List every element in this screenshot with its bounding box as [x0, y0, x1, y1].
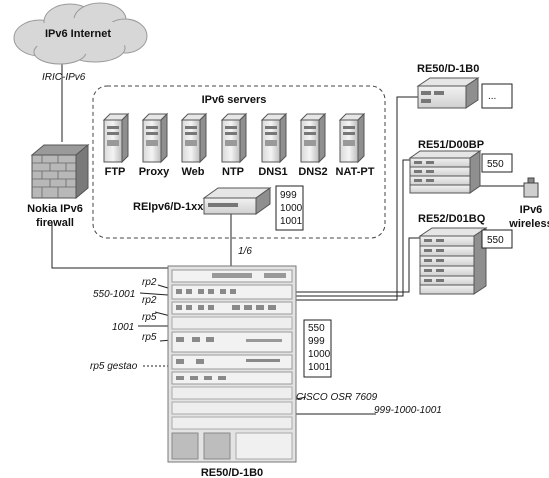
re51-label: RE51/D00BP: [418, 139, 484, 151]
wireless-label-line2: wireless: [508, 218, 549, 230]
vlan-chain-label: 999-1000-1001: [374, 405, 442, 416]
re50-vlan-ellipsis: ...: [488, 91, 496, 102]
central-vlan-1001: 1001: [280, 216, 303, 227]
server-label-ftp: FTP: [105, 166, 126, 178]
server-label-web: Web: [181, 166, 204, 178]
port-label-rp5-b: rp5: [142, 332, 157, 343]
router-chassis-icon: [167, 265, 297, 463]
router-label: RE50/D-1B0: [201, 467, 263, 478]
server-row: [102, 112, 366, 164]
port-label-rp2-b: rp2: [142, 295, 157, 306]
cloud-label: IPv6 Internet: [45, 28, 111, 40]
server-label-dns2: DNS2: [298, 166, 327, 178]
port-label-rp2-a: rp2: [142, 277, 157, 288]
re51-vlan-550: 550: [487, 159, 504, 170]
wireless-label-line1: IPv6: [520, 204, 543, 216]
server-labels: FTP Proxy Web NTP DNS1 DNS2 NAT-PT: [105, 166, 375, 178]
router-vlan-1000: 1000: [308, 349, 331, 360]
dns1-server-icon: [260, 112, 288, 164]
firewall-label-line2: firewall: [36, 217, 74, 229]
server-label-proxy: Proxy: [139, 166, 170, 178]
uplink-label: IRIC-IPv6: [42, 72, 86, 83]
server-label-nat-pt: NAT-PT: [336, 166, 375, 178]
port-label-550-1001: 550-1001: [93, 289, 135, 300]
server-label-dns1: DNS1: [258, 166, 287, 178]
re52-label: RE52/D01BQ: [418, 213, 486, 225]
re52-vlan-550: 550: [487, 235, 504, 246]
port-label-1001: 1001: [112, 322, 134, 333]
re50-vlan-box: ...: [481, 83, 513, 109]
proxy-server-icon: [141, 112, 169, 164]
re50-switch-stack-icon: [416, 77, 480, 109]
dns2-server-icon: [299, 112, 327, 164]
router-vlan-550: 550: [308, 323, 325, 334]
wireless-antenna-icon: [523, 177, 539, 198]
firewall-icon: [30, 143, 90, 200]
trunk-label: 1/6: [238, 246, 252, 257]
router-model-label: CISCO OSR 7609: [296, 392, 378, 403]
ftp-server-icon: [102, 112, 130, 164]
re52-vlan-box: 550: [481, 229, 513, 249]
central-vlan-999: 999: [280, 190, 297, 201]
server-label-ntp: NTP: [222, 166, 244, 178]
server-group-label: IPv6 servers: [202, 94, 267, 106]
firewall-label-line1: Nokia IPv6: [27, 203, 83, 215]
nat-pt-server-icon: [338, 112, 366, 164]
internet-cloud: IPv6 Internet: [13, 2, 148, 65]
port-label-rp5-a: rp5: [142, 312, 157, 323]
router-vlan-box: 550 999 1000 1001: [303, 319, 332, 378]
web-server-icon: [180, 112, 208, 164]
re51-switch-stack-icon: [408, 150, 482, 194]
central-vlan-1000: 1000: [280, 203, 303, 214]
central-switch-label: REIpv6/D-1xx: [133, 201, 204, 213]
router-vlan-999: 999: [308, 336, 325, 347]
server-group-border: [92, 85, 386, 239]
router-vlan-1001: 1001: [308, 362, 331, 373]
re51-vlan-box: 550: [481, 153, 513, 173]
re50-label: RE50/D-1B0: [417, 63, 479, 75]
ntp-server-icon: [220, 112, 248, 164]
re52-switch-stack-icon: [418, 227, 488, 295]
central-switch-icon: [202, 187, 272, 215]
central-switch-vlan-box: 999 1000 1001: [275, 185, 304, 231]
port-label-rp5-gestao: rp5 gestao: [90, 361, 138, 372]
